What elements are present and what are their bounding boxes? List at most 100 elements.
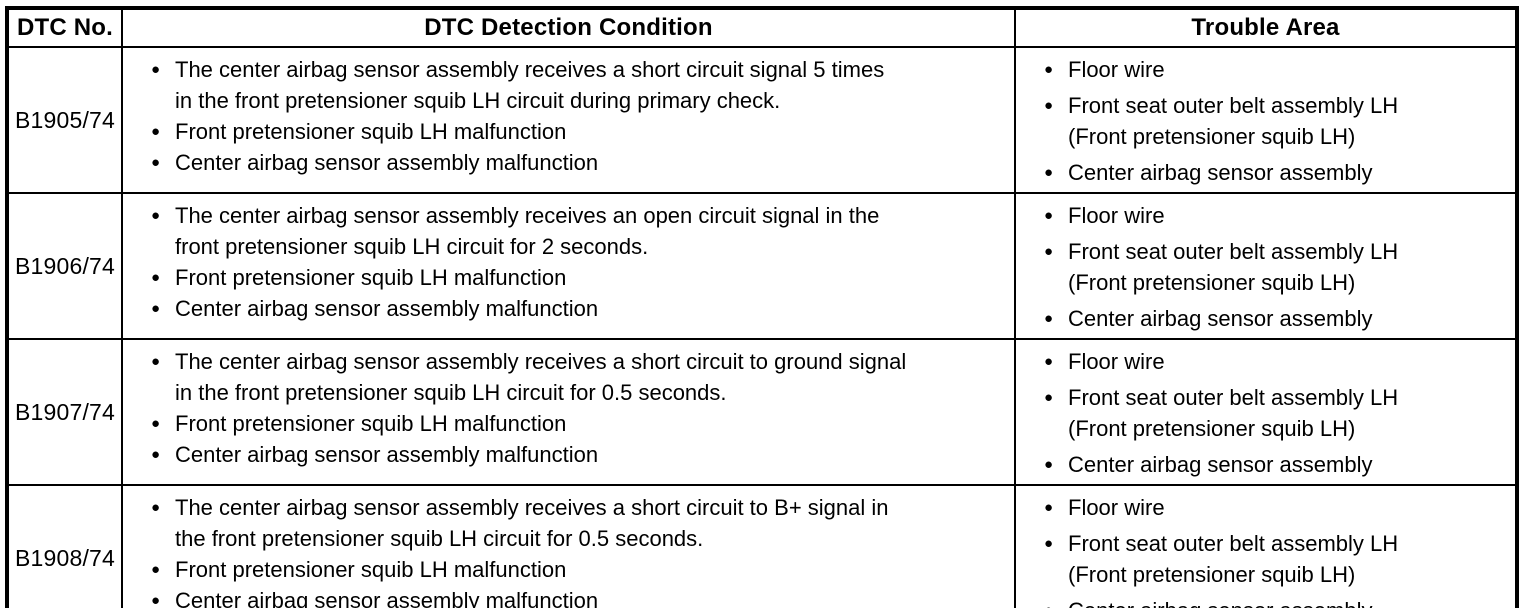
bullet-icon: ● xyxy=(1044,456,1054,473)
bullet-item: ● Floor wire xyxy=(1016,54,1511,85)
dtc-number: B1908/74 xyxy=(6,484,123,608)
col-header-trouble-area: Trouble Area xyxy=(1014,7,1518,48)
bullet-item: ● The center airbag sensor assembly recei… xyxy=(123,200,1010,262)
bullet-icon: ● xyxy=(151,561,161,578)
header-row: DTC No. DTC Detection Condition Trouble … xyxy=(6,7,1518,48)
trouble-area-cell: ●Floor wire●Front seat outer belt assemb… xyxy=(1014,192,1518,340)
bullet-item: ● Front seat outer belt assembly LH (Fron… xyxy=(1016,528,1511,590)
bullet-icon: ● xyxy=(151,353,161,370)
bullet-text: Front pretensioner squib LH malfunction xyxy=(175,411,567,436)
bullet-item: ● Front seat outer belt assembly LH (Fron… xyxy=(1016,236,1511,298)
bullet-icon: ● xyxy=(1044,535,1054,552)
bullet-icon: ● xyxy=(151,207,161,224)
trouble-area-list: ●Floor wire●Front seat outer belt assemb… xyxy=(1016,492,1511,608)
bullet-text: The center airbag sensor assembly receiv… xyxy=(175,203,880,259)
dtc-number: B1907/74 xyxy=(6,338,123,486)
bullet-icon: ● xyxy=(151,269,161,286)
bullet-item: ● Center airbag sensor assembly xyxy=(1016,157,1511,188)
bullet-text: Floor wire xyxy=(1068,349,1165,374)
bullet-text: Floor wire xyxy=(1068,57,1165,82)
condition-list: ● The center airbag sensor assembly recei… xyxy=(123,492,1010,608)
bullet-icon: ● xyxy=(151,123,161,140)
bullet-icon: ● xyxy=(1044,243,1054,260)
bullet-icon: ● xyxy=(1044,164,1054,181)
bullet-item: ●Center airbag sensor assembly malfuncti… xyxy=(123,439,1010,470)
bullet-item: ● The center airbag sensor assembly recei… xyxy=(123,492,1010,554)
bullet-text: Floor wire xyxy=(1068,495,1165,520)
bullet-icon: ● xyxy=(151,415,161,432)
bullet-text: Center airbag sensor assembly xyxy=(1068,452,1373,477)
detection-condition-cell: ● The center airbag sensor assembly recei… xyxy=(121,46,1016,194)
table-row: B1908/74 ● The center airbag sensor assem… xyxy=(6,484,1518,608)
bullet-text: Front seat outer belt assembly LH (Front… xyxy=(1068,385,1399,441)
bullet-item: ● Center airbag sensor assembly xyxy=(1016,449,1511,480)
bullet-item: ● Front pretensioner squib LH malfunction xyxy=(123,554,1010,585)
dtc-number: B1905/74 xyxy=(6,46,123,194)
bullet-text: Center airbag sensor assembly malfunctio… xyxy=(175,442,599,467)
bullet-item: ● Front pretensioner squib LH malfunction xyxy=(123,116,1010,147)
bullet-item: ● The center airbag sensor assembly recei… xyxy=(123,54,1010,116)
bullet-icon: ● xyxy=(1044,61,1054,78)
bullet-icon: ● xyxy=(1044,389,1054,406)
bullet-text: The center airbag sensor assembly receiv… xyxy=(175,495,889,551)
bullet-text: Front seat outer belt assembly LH (Front… xyxy=(1068,239,1399,295)
bullet-item: ● Front pretensioner squib LH malfunction xyxy=(123,262,1010,293)
bullet-text: Front seat outer belt assembly LH (Front… xyxy=(1068,531,1399,587)
bullet-text: Front pretensioner squib LH malfunction xyxy=(175,557,567,582)
bullet-icon: ● xyxy=(151,61,161,78)
table-row: B1907/74 ● The center airbag sensor assem… xyxy=(6,338,1518,486)
trouble-area-cell: ● Floor wire ● Front seat outer belt assemb… xyxy=(1014,338,1518,486)
bullet-icon: ● xyxy=(1016,595,1068,608)
trouble-area-list: ● Floor wire ● Front seat outer belt assemb… xyxy=(1016,54,1511,188)
bullet-text: Center airbag sensor assembly xyxy=(1068,595,1511,608)
col-header-detection-condition: DTC Detection Condition xyxy=(121,7,1016,48)
trouble-area-cell: ● Floor wire ● Front seat outer belt assemb… xyxy=(1014,46,1518,194)
bullet-text: Center airbag sensor assembly xyxy=(1068,306,1373,331)
trouble-area-list: ● Floor wire ● Front seat outer belt assemb… xyxy=(1016,346,1511,480)
condition-list: ● The center airbag sensor assembly recei… xyxy=(123,200,1010,324)
bullet-item: ● Front seat outer belt assembly LH (Fron… xyxy=(1016,90,1511,152)
table-row: B1906/74 ● The center airbag sensor assem… xyxy=(6,192,1518,340)
trouble-area-cell: ●Floor wire●Front seat outer belt assemb… xyxy=(1014,484,1518,608)
bullet-item: ● Front pretensioner squib LH malfunction xyxy=(123,408,1010,439)
dtc-table: DTC No. DTC Detection Condition Trouble … xyxy=(5,6,1519,608)
bullet-item: ● Floor wire xyxy=(1016,346,1511,377)
bullet-text: The center airbag sensor assembly receiv… xyxy=(175,57,885,113)
bullet-item: ● The center airbag sensor assembly recei… xyxy=(123,346,1010,408)
bullet-icon: ● xyxy=(151,154,161,171)
bullet-item: ● Center airbag sensor assembly malfuncti… xyxy=(123,147,1010,178)
bullet-text: The center airbag sensor assembly receiv… xyxy=(175,349,907,405)
bullet-item: ● Center airbag sensor assembly malfuncti… xyxy=(123,293,1010,324)
detection-condition-cell: ● The center airbag sensor assembly recei… xyxy=(121,192,1016,340)
bullet-item: ● Center airbag sensor assembly malfuncti… xyxy=(123,585,1010,608)
trouble-area-list: ●Floor wire●Front seat outer belt assemb… xyxy=(1016,200,1511,334)
bullet-text: Center airbag sensor assembly malfunctio… xyxy=(175,296,599,321)
bullet-text: Front pretensioner squib LH malfunction xyxy=(175,265,567,290)
detection-condition-cell: ● The center airbag sensor assembly recei… xyxy=(121,338,1016,486)
bullet-item: ● Front seat outer belt assembly LH (Fron… xyxy=(1016,382,1511,444)
bullet-icon: ● xyxy=(1044,207,1054,224)
bullet-icon: ● xyxy=(1044,499,1054,516)
bullet-icon: ● xyxy=(1044,97,1054,114)
bullet-icon: ● xyxy=(1044,353,1054,370)
bullet-text: Front seat outer belt assembly LH (Front… xyxy=(1068,93,1399,149)
bullet-icon: ● xyxy=(151,300,161,317)
bullet-icon: ● xyxy=(151,592,161,608)
dtc-number: B1906/74 xyxy=(6,192,123,340)
col-header-dtc-no: DTC No. xyxy=(6,7,123,48)
bullet-text: Center airbag sensor assembly malfunctio… xyxy=(175,588,599,608)
bullet-icon: ● xyxy=(1044,310,1054,327)
detection-condition-cell: ● The center airbag sensor assembly recei… xyxy=(121,484,1016,608)
bullet-text: Center airbag sensor assembly xyxy=(1068,160,1373,185)
bullet-item: ● Floor wire xyxy=(1016,492,1511,523)
condition-list: ● The center airbag sensor assembly recei… xyxy=(123,54,1010,178)
table-row: B1905/74 ● The center airbag sensor assem… xyxy=(6,46,1518,194)
bullet-item: ●Floor wire xyxy=(1016,200,1511,231)
bullet-text: Front pretensioner squib LH malfunction xyxy=(175,119,567,144)
bullet-text: Center airbag sensor assembly malfunctio… xyxy=(175,150,599,175)
bullet-icon: ● xyxy=(151,499,161,516)
bullet-item: ●Center airbag sensor assembly xyxy=(1016,595,1511,608)
condition-list: ● The center airbag sensor assembly recei… xyxy=(123,346,1010,470)
bullet-item: ● Center airbag sensor assembly xyxy=(1016,303,1511,334)
